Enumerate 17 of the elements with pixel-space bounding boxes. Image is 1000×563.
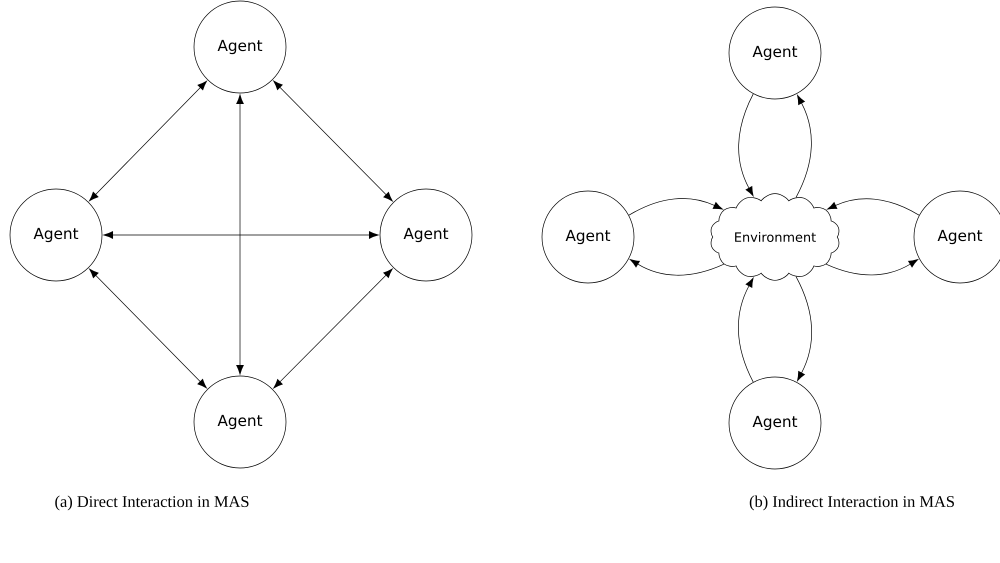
arrow [738,278,754,382]
arrow [628,198,723,216]
arrow [826,259,918,276]
arrow [89,268,207,388]
arrow [236,94,244,375]
arrow [630,259,724,276]
subfigure-caption: (a) Direct Interaction in MAS [55,496,248,510]
arrow [89,80,207,202]
arrow [273,268,393,388]
environment-cloud: Environment [710,193,840,281]
arrow [738,94,754,196]
arrow [796,276,812,382]
arrow [827,198,920,216]
arrow [103,231,379,239]
arrow [273,80,393,202]
subfigure-caption: (b) Indirect Interaction in MAS [750,496,954,510]
arrow [796,94,812,198]
